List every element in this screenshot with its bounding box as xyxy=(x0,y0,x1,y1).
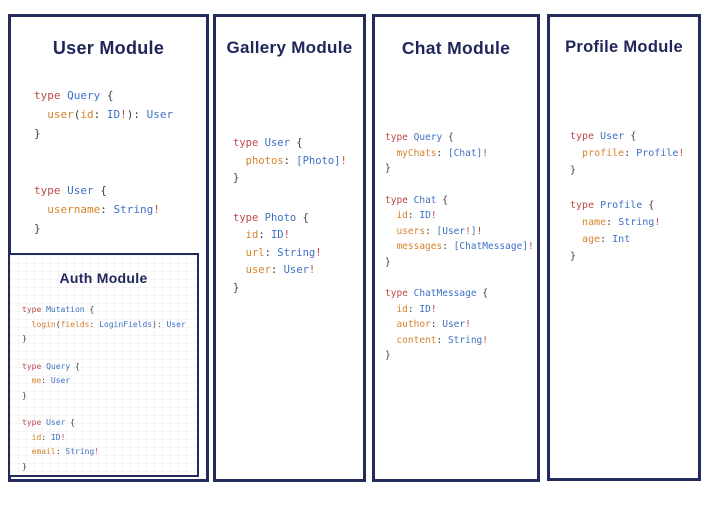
code-line: } xyxy=(34,127,41,140)
gallery-module-graphql-code: type User { photos: [Photo]!}type Photo … xyxy=(233,135,363,297)
code-line: user(id: ID!): User xyxy=(47,108,174,121)
code-line: type Chat { xyxy=(385,194,448,206)
code-line: } xyxy=(22,334,27,343)
code-line: type User { xyxy=(570,131,637,142)
graphql-type-block: type User { photos: [Photo]!} xyxy=(233,135,363,188)
graphql-type-block: type User { profile: Profile!} xyxy=(570,128,698,179)
code-line: me: User xyxy=(31,376,71,385)
code-line: profile: Profile! xyxy=(582,148,685,159)
gallery-module-panel: Gallery Module type User { photos: [Phot… xyxy=(213,14,366,482)
graphql-type-block: type Mutation { login(fields: LoginField… xyxy=(22,303,197,347)
graphql-type-block: type Query { user(id: ID!): User} xyxy=(34,86,206,143)
code-line: id: ID! xyxy=(31,432,66,442)
code-line: photos: [Photo]! xyxy=(245,154,347,167)
code-line: id: ID! xyxy=(396,303,437,315)
graphql-type-block: type Photo { id: ID! url: String! user: … xyxy=(233,210,363,298)
code-line: } xyxy=(570,165,577,176)
code-line: myChats: [Chat]! xyxy=(396,147,489,159)
code-line: } xyxy=(22,461,27,471)
graphql-type-block: type Chat { id: ID! users: [User!]! mess… xyxy=(385,193,537,271)
code-line: } xyxy=(34,222,41,235)
graphql-type-block: type Query { myChats: [Chat]!} xyxy=(385,130,537,177)
code-line: email: String! xyxy=(31,447,100,456)
code-line: username: String! xyxy=(47,203,160,216)
code-line: id: ID! xyxy=(396,210,437,221)
code-line: } xyxy=(233,172,240,184)
code-line: login(fields: LoginFields): User xyxy=(31,319,186,329)
code-line: } xyxy=(385,256,391,268)
gallery-module-title: Gallery Module xyxy=(226,38,353,57)
code-line: type Photo { xyxy=(233,211,309,224)
code-line: type Profile { xyxy=(570,200,655,211)
graphql-type-block: type User { username: String!} xyxy=(34,181,206,238)
graphql-type-block: type Query { me: User} xyxy=(22,360,197,404)
auth-module-title: Auth Module xyxy=(59,270,148,286)
code-line: type User { xyxy=(34,184,107,197)
code-line: type User { xyxy=(233,137,303,149)
chat-module-title: Chat Module xyxy=(401,38,511,58)
code-line: type Query { xyxy=(385,132,454,143)
code-line: url: String! xyxy=(245,246,322,259)
user-module-title: User Module xyxy=(52,38,165,58)
code-line: user: User! xyxy=(245,264,316,276)
profile-module-graphql-code: type User { profile: Profile!}type Profi… xyxy=(570,128,698,265)
code-line: id: ID! xyxy=(245,229,290,241)
graphql-type-block: type Profile { name: String! age: Int} xyxy=(570,197,698,265)
chat-module-graphql-code: type Query { myChats: [Chat]!}type Chat … xyxy=(385,130,537,364)
code-line: type Mutation { xyxy=(22,305,95,314)
auth-module-graphql-code: type Mutation { login(fields: LoginField… xyxy=(22,303,197,474)
code-line: } xyxy=(570,251,577,262)
code-line: author: User! xyxy=(396,319,471,330)
code-line: type Query { xyxy=(22,361,80,371)
code-line: name: String! xyxy=(582,217,661,228)
code-line: } xyxy=(385,163,391,174)
code-line: } xyxy=(22,390,27,400)
auth-module-panel: Auth Module type Mutation { login(fields… xyxy=(8,253,199,477)
chat-module-panel: Chat Module type Query { myChats: [Chat]… xyxy=(372,14,540,482)
code-line: users: [User!]! xyxy=(396,225,483,237)
graphql-type-block: type ChatMessage { id: ID! author: User!… xyxy=(385,286,537,364)
code-line: messages: [ChatMessage]! xyxy=(396,241,534,252)
code-line: type User { xyxy=(22,418,75,427)
code-line: type Query { xyxy=(34,89,114,102)
graphql-type-block: type User { id: ID! email: String!} xyxy=(22,416,197,474)
code-line: } xyxy=(233,281,240,294)
user-module-graphql-code: type Query { user(id: ID!): User}type Us… xyxy=(34,86,206,238)
code-line: type ChatMessage { xyxy=(385,288,488,299)
code-line: } xyxy=(385,350,391,361)
code-line: content: String! xyxy=(396,334,489,346)
code-line: age: Int xyxy=(582,234,631,245)
profile-module-panel: Profile Module type User { profile: Prof… xyxy=(547,14,701,481)
profile-module-title: Profile Module xyxy=(565,38,683,56)
